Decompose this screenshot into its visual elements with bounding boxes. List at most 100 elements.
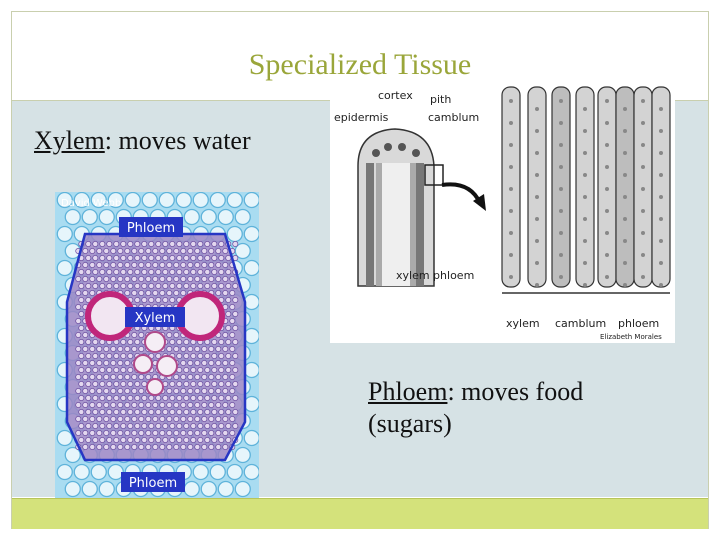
bundle-cell	[201, 262, 208, 268]
bundle-cell	[106, 381, 113, 387]
parenchyma-cell	[217, 208, 234, 226]
bundle-cell	[162, 297, 169, 303]
bundle-cell	[148, 283, 155, 289]
bundle-cell	[85, 409, 92, 415]
bundle-cell	[232, 241, 239, 247]
bundle-cell	[222, 332, 229, 338]
bundle-cell	[75, 346, 82, 352]
bundle-cell	[134, 241, 141, 247]
vessel-cell	[527, 86, 547, 288]
bundle-cell	[222, 416, 229, 422]
bundle-cell	[159, 444, 166, 450]
bundle-cell	[134, 395, 141, 401]
bundle-cell	[106, 283, 113, 289]
bundle-cell	[124, 416, 131, 422]
parenchyma-cell	[56, 259, 73, 277]
bundle-cell	[194, 402, 201, 408]
bundle-cell	[169, 339, 176, 345]
bundle-cell	[85, 353, 92, 359]
bundle-cell	[117, 374, 124, 380]
bundle-cell	[145, 402, 152, 408]
bundle-cell	[117, 416, 124, 422]
bundle-cell	[106, 353, 113, 359]
bundle-cell	[120, 381, 127, 387]
bundle-cell	[215, 346, 222, 352]
bundle-cell	[215, 248, 222, 254]
parenchyma-cell	[243, 293, 259, 311]
phloem-caption-line-1: Phloem: moves food	[368, 376, 583, 408]
bundle-cell	[99, 437, 106, 443]
bundle-cell	[127, 423, 134, 429]
bundle-cell	[211, 423, 218, 429]
bundle-cell	[183, 283, 190, 289]
bundle-cell	[173, 374, 180, 380]
bundle-cell	[78, 297, 85, 303]
bundle-cell	[173, 346, 180, 352]
bundle-cell	[183, 339, 190, 345]
bundle-cell	[106, 423, 113, 429]
bundle-cell	[225, 325, 232, 331]
bundle-cell	[78, 325, 85, 331]
bundle-cell	[169, 297, 176, 303]
bundle-cell	[197, 353, 204, 359]
bundle-cell	[127, 437, 134, 443]
bundle-cell	[141, 437, 148, 443]
bundle-cell	[82, 248, 89, 254]
bundle-cell	[131, 444, 138, 450]
bundle-cell	[131, 276, 138, 282]
bundle-cell	[89, 276, 96, 282]
bundle-cell	[103, 360, 110, 366]
bundle-cell	[187, 444, 194, 450]
bundle-cell	[82, 360, 89, 366]
bundle-cell	[208, 444, 215, 450]
footer-bar	[12, 498, 708, 529]
bundle-cell	[190, 283, 197, 289]
bundle-cell	[162, 269, 169, 275]
bundle-cell	[127, 395, 134, 401]
xylem-label-box	[125, 307, 185, 327]
parenchyma-cell	[243, 429, 259, 447]
bundle-cell	[190, 381, 197, 387]
bundle-cell	[99, 367, 106, 373]
bundle-cell	[103, 416, 110, 422]
label-epidermis: epidermis	[334, 111, 389, 124]
bundle-cell	[222, 248, 229, 254]
bundle-cell	[180, 430, 187, 436]
bundle-cell	[218, 241, 225, 247]
bundle-cell	[187, 276, 194, 282]
bundle-cell	[103, 444, 110, 450]
bundle-cell	[96, 262, 103, 268]
bundle-cell	[155, 437, 162, 443]
bundle-cell	[169, 255, 176, 261]
bundle-cell	[103, 276, 110, 282]
bundle-cell	[204, 381, 211, 387]
phloem-caption: Phloem: moves food (sugars)	[368, 376, 583, 440]
bundle-cell	[148, 409, 155, 415]
bundle-cell	[211, 367, 218, 373]
bundle-cell	[131, 332, 138, 338]
bundle-cell	[187, 346, 194, 352]
bundle-cell	[110, 248, 117, 254]
bundle-cell	[92, 255, 99, 261]
bundle-cell	[225, 381, 232, 387]
cell-pit	[659, 261, 663, 265]
bundle-cell	[187, 430, 194, 436]
bundle-outline	[65, 232, 247, 462]
bundle-cell	[204, 255, 211, 261]
cell-pit	[641, 231, 645, 235]
bundle-cell	[82, 416, 89, 422]
bundle-cell	[131, 248, 138, 254]
parenchyma-cell	[64, 446, 81, 464]
phloem-top-label: Phloem	[127, 221, 175, 236]
bundle-cell	[166, 346, 173, 352]
bundle-cell	[218, 353, 225, 359]
bundle-cell	[190, 353, 197, 359]
bundle-cell	[89, 248, 96, 254]
bundle-cell	[75, 402, 82, 408]
bundle-cell	[103, 262, 110, 268]
bundle-cell	[176, 241, 183, 247]
parenchyma-cell	[243, 395, 259, 413]
bundle-cell	[89, 416, 96, 422]
protoxylem-vessel	[146, 378, 164, 396]
bundle-cell	[169, 381, 176, 387]
